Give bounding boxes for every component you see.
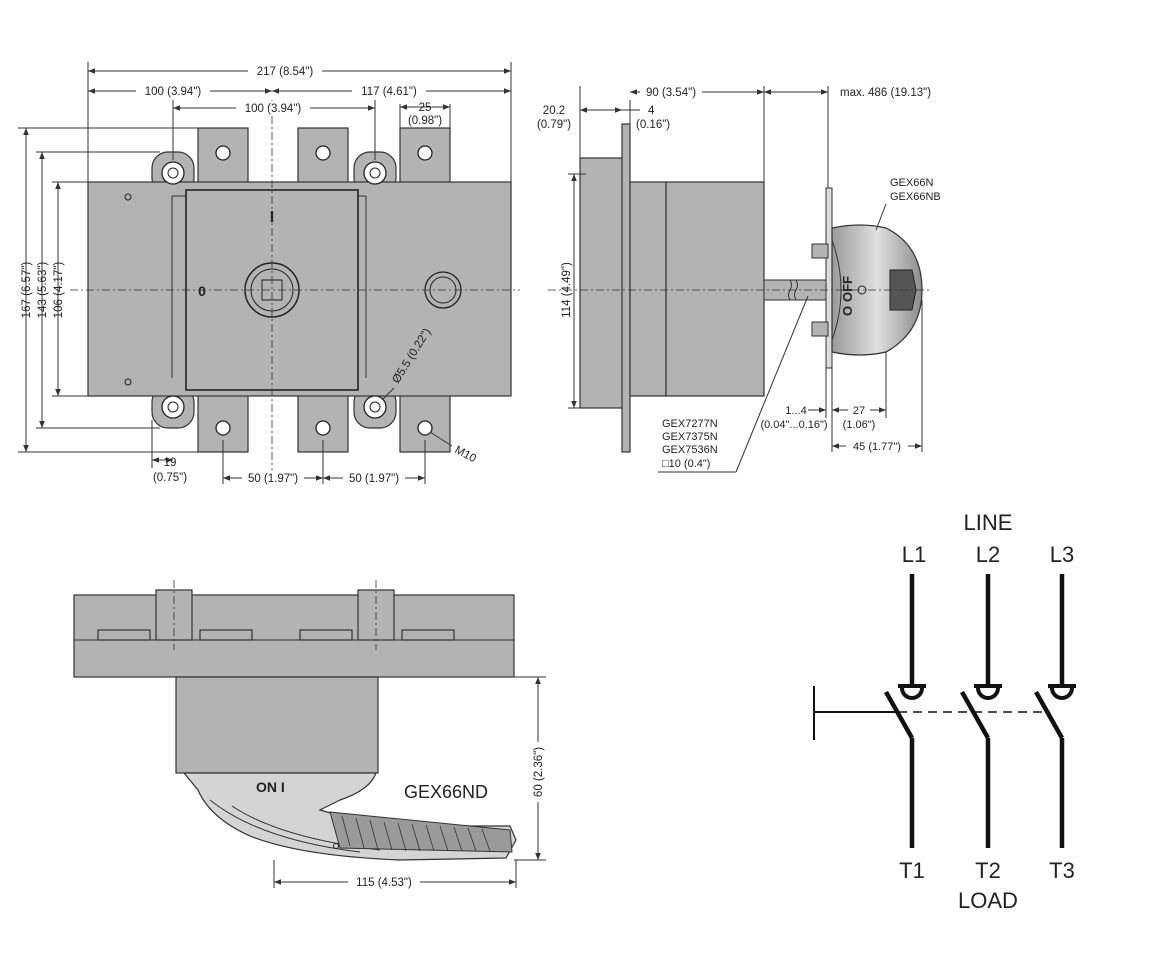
dim-body-height: 106 (4.17")	[53, 262, 65, 319]
dim-right-half: 117 (4.61")	[361, 86, 417, 98]
dim-terminal-mm: 25	[419, 102, 432, 114]
dim-door-mm: 1...4	[785, 405, 806, 417]
bottom-view: ON I GEX66ND 60 (2.36") 115 (4.53")	[73, 580, 546, 889]
panel-door	[825, 187, 833, 369]
door-plate	[621, 123, 631, 453]
dim-handle-mm: 27	[853, 405, 865, 417]
mount-plate	[579, 157, 627, 409]
dim-plate-in: (0.16")	[636, 119, 670, 131]
dim-overall-height: 167 (6.57")	[21, 262, 33, 319]
dim-hole-spacing: 143 (5.63")	[37, 262, 49, 319]
pole-2	[960, 574, 1002, 848]
terminal-l2: L2	[976, 542, 1000, 567]
side-view: O OFF 90 (3.54") max. 486 (19.13") 20.2 …	[537, 85, 941, 473]
pole-3	[1034, 574, 1076, 848]
terminal-t2: T2	[975, 858, 1001, 883]
dim-handle-total: 45 (1.77")	[853, 441, 901, 453]
side-body-rear	[665, 181, 765, 397]
off-mark: 0	[198, 283, 206, 299]
terminal-l3: L3	[1050, 542, 1074, 567]
dim-plate-mm: 4	[648, 105, 655, 117]
inner-frame	[171, 195, 367, 378]
side-body-front	[629, 181, 667, 397]
handle-model-1: GEX66N	[890, 177, 933, 189]
lever-on-label: ON I	[256, 779, 285, 795]
dim-overall-width: 217 (8.54")	[257, 66, 314, 78]
pole-1	[884, 574, 926, 848]
bolt-size: M10	[453, 444, 478, 465]
load-label: LOAD	[958, 888, 1018, 913]
lever-model: GEX66ND	[404, 782, 488, 802]
terminal-l1: L1	[902, 542, 926, 567]
terminal-t3: T3	[1049, 858, 1075, 883]
dim-terminal-in: (0.98")	[408, 115, 442, 127]
dim-hole-offset-mm: 19	[164, 457, 177, 469]
front-view: I 0 217 (8.54") 100 (3.94") 117 (4.61") …	[18, 62, 520, 485]
dim-lever-height: 60 (2.36")	[533, 747, 545, 797]
dim-pitch-2: 50 (1.97")	[349, 473, 399, 485]
dim-side-height: 114 (4.49")	[561, 262, 573, 318]
terminal-t1: T1	[899, 858, 925, 883]
dim-flange-mm: 20.2	[543, 105, 565, 117]
shaft-model-2: GEX7375N	[662, 431, 718, 443]
lever-grip	[329, 811, 513, 853]
wiring-schematic: LINE L1 L2 L3	[813, 510, 1076, 913]
shaft-model-3: GEX7536N	[662, 444, 718, 456]
dim-handle-in: (1.06")	[843, 419, 876, 431]
line-label: LINE	[964, 510, 1013, 535]
dim-max-shaft: max. 486 (19.13")	[840, 87, 931, 99]
dim-left-half: 100 (3.94")	[145, 86, 202, 98]
dim-door-in: (0.04"...0.16")	[760, 419, 827, 431]
shaft-model-1: GEX7277N	[662, 418, 718, 430]
dim-flange-in: (0.79")	[537, 119, 571, 131]
handle-model-2: GEX66NB	[890, 191, 941, 203]
handle-o-mark: O	[840, 306, 855, 316]
bottom-hub	[175, 676, 379, 774]
dim-depth: 90 (3.54")	[646, 87, 696, 99]
dim-inner-width: 100 (3.94")	[245, 103, 302, 115]
dim-lever-length: 115 (4.53")	[356, 877, 412, 889]
dim-pitch-1: 50 (1.97")	[248, 473, 298, 485]
dim-hole-offset-in: (0.75")	[153, 472, 187, 484]
shaft-square-size: □10 (0.4")	[662, 458, 710, 470]
handle-off-mark: OFF	[840, 276, 855, 302]
